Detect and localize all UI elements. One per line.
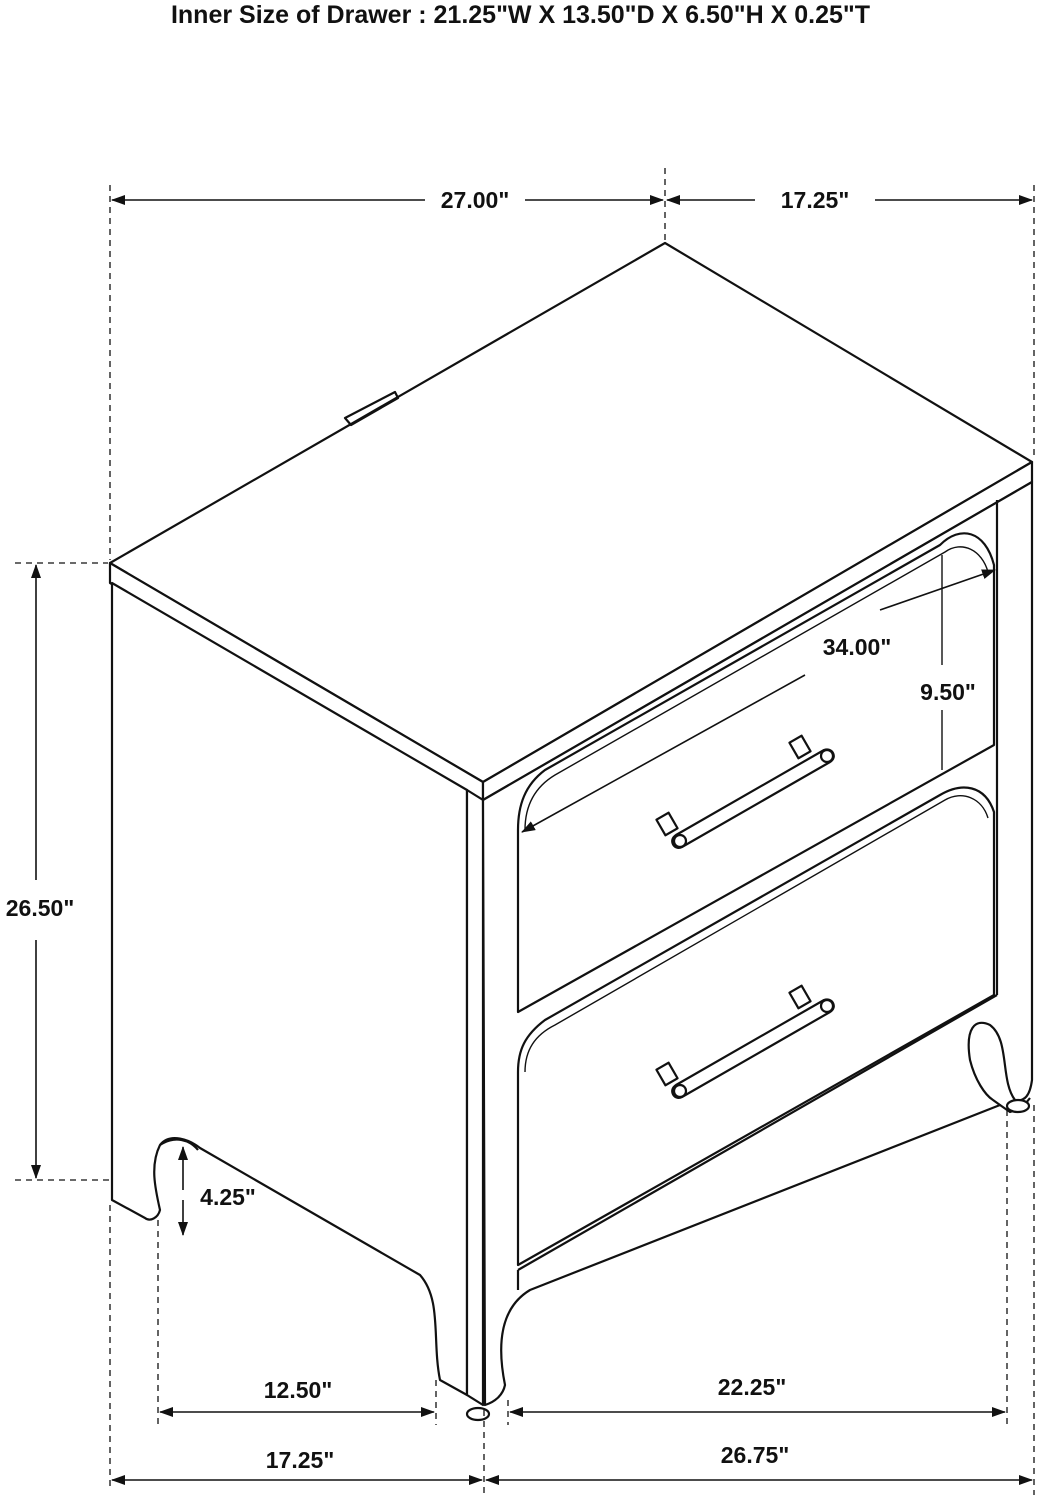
dim-top-width-label: 27.00": [441, 187, 509, 213]
dim-diagonal-label: 34.00": [823, 634, 891, 660]
left-leg-back: [159, 1138, 199, 1151]
left-side-panel: [110, 581, 469, 1397]
dim-bottom-depth-label: 17.25": [266, 1447, 334, 1473]
upper-drawer-handle: [655, 734, 835, 849]
dim-side-inner-label: 12.50": [264, 1377, 332, 1403]
base-apron: [516, 994, 998, 1290]
dim-leg-height-label: 4.25": [200, 1184, 256, 1210]
dim-bottom-width-label: 26.75": [721, 1442, 789, 1468]
right-foot: [1005, 1098, 1031, 1114]
dim-front-inner-label: 22.25": [718, 1374, 786, 1400]
upper-drawer-arch: [524, 546, 989, 831]
rear-cable-slot: [343, 390, 400, 427]
upper-drawer-front: [516, 532, 996, 1014]
dim-drawer-height-label: 9.50": [920, 679, 976, 705]
lower-drawer-arch: [524, 795, 989, 1073]
drawer-inner-size-title: Inner Size of Drawer : 21.25"W X 13.50"D…: [170, 1, 871, 29]
center-foot: [465, 1406, 491, 1422]
front-corner-post: [465, 788, 485, 1407]
lower-drawer-front: [516, 786, 996, 1267]
lower-drawer-handle: [655, 984, 835, 1099]
dim-top-depth-label: 17.25": [781, 187, 849, 213]
dim-overall-height-label: 26.50": [6, 895, 74, 921]
dimension-lines: [15, 168, 1035, 1495]
nightstand-drawing: [108, 241, 1034, 1422]
